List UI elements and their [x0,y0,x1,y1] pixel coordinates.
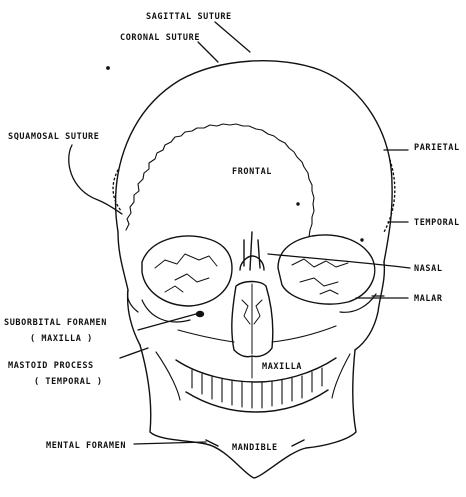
suborbital-foramen-label: SUBORBITAL FORAMEN [4,318,107,328]
leader-suborbital [138,314,196,330]
lower-teeth-line [186,390,328,412]
suborbital-foramen-sublabel: ( MAXILLA ) [30,334,93,344]
temporal-label: TEMPORAL [414,218,460,228]
malar-label: MALAR [414,294,443,304]
mental-foramen-right [292,440,304,446]
cranium-outline [116,61,392,262]
mastoid-process-label: MASTOID PROCESS [8,361,94,371]
coronal-suture-label: CORONAL SUTURE [120,33,200,43]
maxilla-label: MAXILLA [262,362,302,372]
nasal-bones [240,232,264,270]
mastoid-process-sublabel: ( TEMPORAL ) [34,377,103,387]
coronal-suture [126,124,314,237]
frontal-label: FRONTAL [232,167,272,177]
right-orbit [278,235,375,304]
left-temporal-outline [118,232,140,345]
squamosal-suture-label: SQUAMOSAL SUTURE [8,132,99,142]
right-temporal-outline [355,262,384,350]
left-orbit [142,236,232,306]
right-squamosal-dots [384,160,395,232]
maxilla-outline [178,326,336,342]
right-orbit-inner [292,259,348,294]
mental-foramen-label: MENTAL FORAMEN [46,441,126,451]
left-orbit-inner [155,254,217,292]
mandible-label: MANDIBLE [232,443,278,453]
nasal-label: NASAL [414,264,443,274]
ramus-line [156,352,350,400]
sagittal-suture-label: SAGITTAL SUTURE [146,12,232,22]
leader-coronal [198,42,218,62]
leader-mastoid [120,348,148,358]
suborbital-foramen [197,312,204,317]
parietal-label: PARIETAL [414,143,460,153]
right-malar [340,294,384,312]
leader-sagittal [215,22,250,52]
nasal-septum [242,284,262,354]
